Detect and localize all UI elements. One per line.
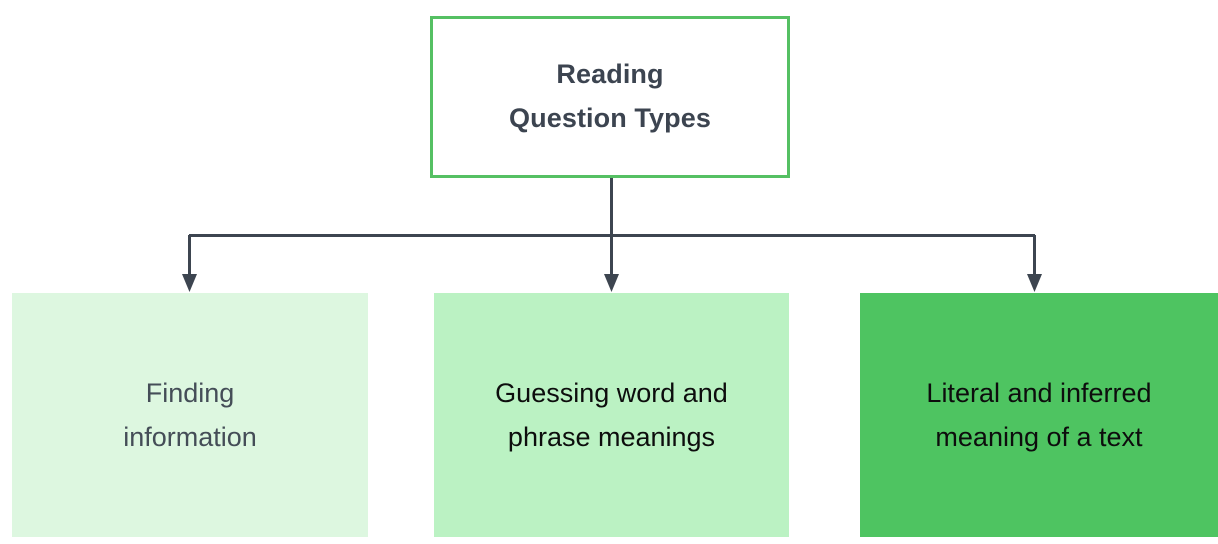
node-finding-information[interactable]: Finding information [12,293,368,537]
node-reading-question-types[interactable]: Reading Question Types [430,16,790,178]
node-guessing-word-and-phrase-meanings[interactable]: Guessing word and phrase meanings [434,293,789,537]
node-root-label: Reading Question Types [509,59,711,133]
node-guessing-word-and-phrase-meanings-label: Guessing word and phrase meanings [495,378,728,452]
arrowhead-right [1027,274,1042,292]
arrowhead-left [182,274,197,292]
node-literal-and-inferred-meaning-label: Literal and inferred meaning of a text [926,378,1152,452]
node-finding-information-label: Finding information [123,378,257,452]
node-literal-and-inferred-meaning[interactable]: Literal and inferred meaning of a text [860,293,1218,537]
arrowhead-center [604,274,619,292]
